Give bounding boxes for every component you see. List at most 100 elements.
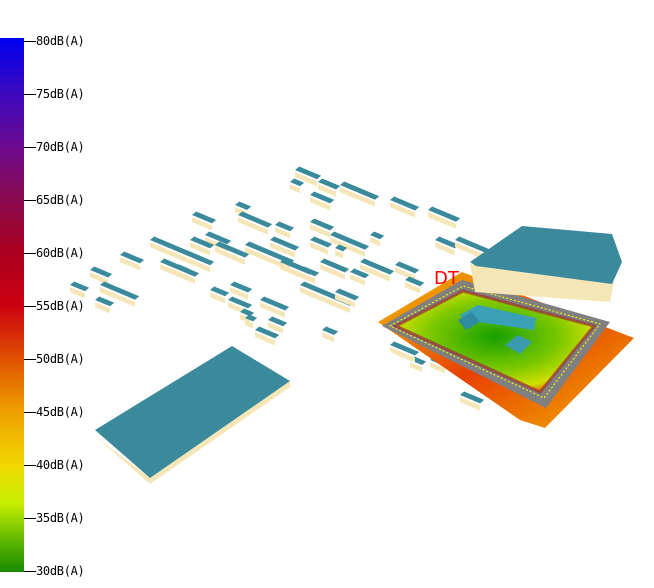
building-roof	[405, 276, 425, 287]
building-side	[175, 270, 185, 280]
building-roof	[370, 231, 385, 240]
building-side	[255, 332, 275, 346]
building-side	[300, 287, 350, 314]
building-side	[360, 264, 390, 282]
building-side	[428, 212, 456, 229]
building-side	[70, 287, 85, 299]
building-roof	[260, 296, 290, 311]
building-side	[370, 237, 380, 247]
building-roof	[340, 181, 380, 200]
building-roof	[230, 281, 253, 293]
building-roof	[310, 236, 333, 248]
building-roof	[318, 178, 341, 190]
building-roof	[238, 211, 273, 228]
building-side	[100, 287, 135, 307]
tick-mark	[24, 40, 36, 42]
building-roof	[100, 281, 140, 300]
legend-tick: 60dB(A)	[24, 246, 85, 260]
legend-tick: 30dB(A)	[24, 564, 85, 578]
buildings-layer	[70, 166, 490, 411]
tick-mark	[24, 93, 36, 95]
tick-mark	[24, 570, 36, 572]
building-roof	[245, 241, 295, 264]
building-roof	[390, 196, 420, 211]
building-side	[215, 247, 245, 265]
building-side	[410, 362, 422, 373]
building-roof	[235, 201, 252, 211]
tick-label: 35dB(A)	[36, 511, 85, 525]
tick-label: 30dB(A)	[36, 564, 85, 578]
tick-mark	[24, 252, 36, 254]
building-roof	[245, 314, 258, 322]
building-side	[460, 397, 480, 411]
building-side	[150, 242, 210, 273]
building-side	[245, 247, 290, 271]
tick-label: 50dB(A)	[36, 352, 85, 366]
tick-mark	[24, 199, 36, 201]
tick-label: 55dB(A)	[36, 299, 85, 313]
building-roof	[435, 236, 460, 249]
tick-label: 75dB(A)	[36, 87, 85, 101]
building-roof	[290, 178, 305, 187]
legend-tick: 70dB(A)	[24, 140, 85, 154]
building-side	[430, 362, 445, 374]
building-side	[190, 242, 210, 256]
building-side	[300, 272, 315, 284]
building-roof	[335, 244, 348, 252]
building-side	[310, 242, 328, 255]
building-side	[290, 184, 300, 194]
tick-mark	[24, 464, 36, 466]
legend-tick: 40dB(A)	[24, 458, 85, 472]
building-roof	[275, 221, 295, 232]
legend-tick: 45dB(A)	[24, 405, 85, 419]
building-roof	[322, 326, 339, 336]
tick-label: 65dB(A)	[36, 193, 85, 207]
building-roof	[330, 231, 370, 250]
ground-plate	[95, 346, 290, 484]
building-roof	[310, 218, 335, 231]
building-roof	[175, 264, 190, 273]
building-roof	[90, 266, 113, 278]
building-side	[245, 320, 253, 329]
building-roof	[205, 231, 232, 245]
large-building	[470, 226, 622, 302]
legend-tick: 65dB(A)	[24, 193, 85, 207]
building-roof	[300, 266, 320, 277]
site-label: DT	[434, 268, 459, 289]
building-roof	[295, 166, 322, 180]
building-side	[405, 282, 420, 294]
building-roof	[335, 288, 360, 301]
building-side	[120, 257, 140, 271]
building-roof	[95, 296, 115, 307]
building-roof	[395, 261, 420, 274]
building-side	[350, 274, 365, 286]
building-roof	[268, 316, 288, 327]
building-roof	[228, 296, 253, 309]
building-roof	[320, 258, 350, 273]
building-side	[390, 347, 415, 363]
building-roof	[455, 236, 490, 253]
tick-mark	[24, 146, 36, 148]
building-roof	[270, 236, 300, 251]
legend-tick: 50dB(A)	[24, 352, 85, 366]
building-roof	[350, 268, 370, 279]
building-roof	[255, 326, 280, 339]
building-side	[210, 292, 225, 304]
building-side	[238, 217, 268, 235]
building-side	[335, 294, 355, 308]
tick-label: 40dB(A)	[36, 458, 85, 472]
building-side	[295, 172, 317, 187]
legend-tick: 75dB(A)	[24, 87, 85, 101]
building-side	[330, 237, 365, 257]
building-roof	[310, 191, 335, 204]
building-side	[240, 314, 250, 324]
tick-mark	[24, 305, 36, 307]
building-side	[95, 302, 110, 314]
tick-label: 60dB(A)	[36, 246, 85, 260]
building-side	[340, 187, 375, 207]
building-roof	[120, 251, 145, 264]
legend-tick: 55dB(A)	[24, 299, 85, 313]
building-roof	[390, 341, 420, 356]
building-roof	[192, 211, 217, 224]
